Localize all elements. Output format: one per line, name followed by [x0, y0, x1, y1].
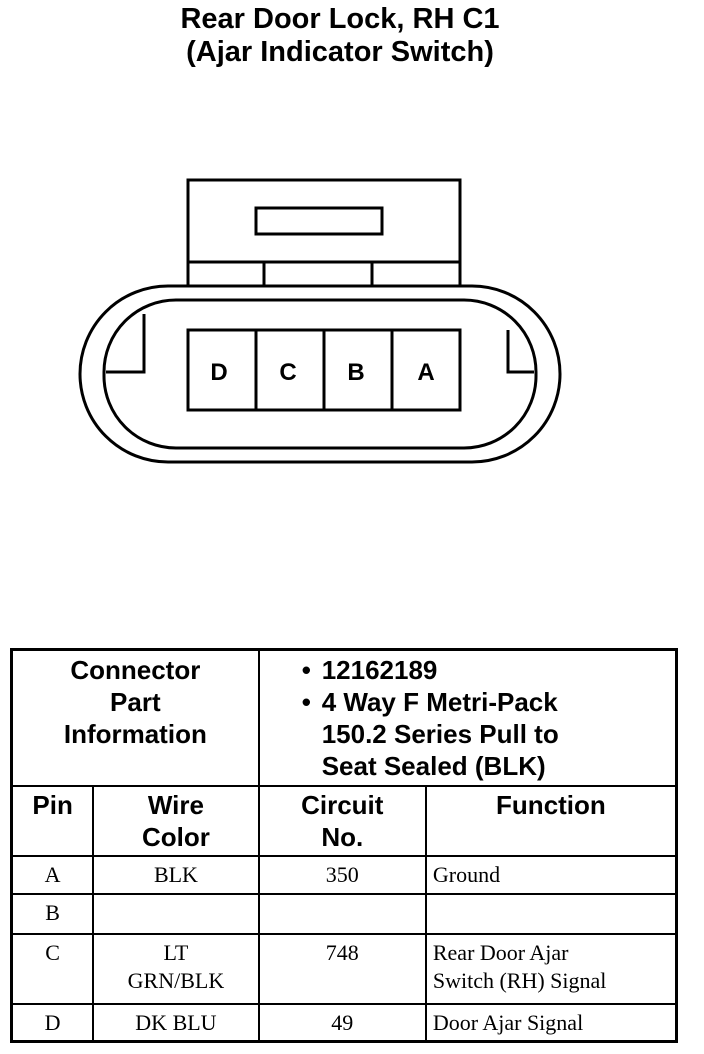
- part-number: •12162189: [301, 655, 438, 685]
- header-wire-color: Wire Color: [92, 784, 260, 857]
- cavity-label-B: B: [347, 359, 364, 386]
- wire-color-cell: DK BLU: [92, 1002, 260, 1043]
- part-info-values-cell: •12162189 •4 Way F Metri-Pack 150.2 Seri…: [257, 648, 678, 787]
- header-row: Pin Wire Color Circuit No. Function: [10, 784, 678, 857]
- connector-type-line1: •4 Way F Metri-Pack: [301, 687, 558, 717]
- diagram-subtitle: (Ajar Indicator Switch): [186, 36, 494, 68]
- table-row: D DK BLU 49 Door Ajar Signal: [10, 1002, 678, 1043]
- diagram-title: Rear Door Lock, RH C1: [180, 3, 500, 35]
- latch-slot: [254, 206, 384, 236]
- circuit-cell: [257, 892, 427, 935]
- wire-color-cell: LT GRN/BLK: [92, 932, 260, 1005]
- function-cell: [424, 892, 678, 935]
- circuit-cell: 748: [257, 932, 427, 1005]
- function-cell: Door Ajar Signal: [424, 1002, 678, 1043]
- table-row: B: [10, 892, 678, 935]
- table-row: C LT GRN/BLK 748 Rear Door Ajar Switch (…: [10, 932, 678, 1005]
- header-pin: Pin: [10, 784, 95, 857]
- pin-cell: C: [10, 932, 95, 1005]
- cavity-A: [390, 328, 462, 412]
- pin-cell: B: [10, 892, 95, 935]
- circuit-cell: 49: [257, 1002, 427, 1043]
- part-info-label-cell: Connector Part Information: [10, 648, 260, 787]
- pin-cell: D: [10, 1002, 95, 1043]
- side-key-left: [106, 314, 146, 374]
- connector-face-diagram: D C B A: [78, 178, 562, 464]
- connector-pinout-table: Connector Part Information •12162189 •4 …: [10, 648, 678, 1043]
- part-info-row: Connector Part Information •12162189 •4 …: [10, 648, 678, 787]
- function-cell: Ground: [424, 854, 678, 895]
- wire-color-cell: [92, 892, 260, 935]
- function-cell: Rear Door Ajar Switch (RH) Signal: [424, 932, 678, 1005]
- latch-housing: [186, 178, 462, 264]
- cavity-label-D: D: [210, 359, 227, 386]
- side-key-right: [506, 330, 534, 374]
- header-circuit: Circuit No.: [257, 784, 427, 857]
- cavity-label-A: A: [417, 359, 434, 386]
- wire-color-cell: BLK: [92, 854, 260, 895]
- part-info-label: Connector Part Information: [63, 655, 207, 749]
- pin-cell: A: [10, 854, 95, 895]
- circuit-cell: 350: [257, 854, 427, 895]
- cavity-C: [254, 328, 326, 412]
- connector-type-line2: 150.2 Series Pull to: [321, 719, 559, 749]
- header-function: Function: [424, 784, 678, 857]
- cavity-label-C: C: [279, 359, 296, 386]
- table-row: A BLK 350 Ground: [10, 854, 678, 895]
- connector-type-line3: Seat Sealed (BLK): [321, 751, 546, 781]
